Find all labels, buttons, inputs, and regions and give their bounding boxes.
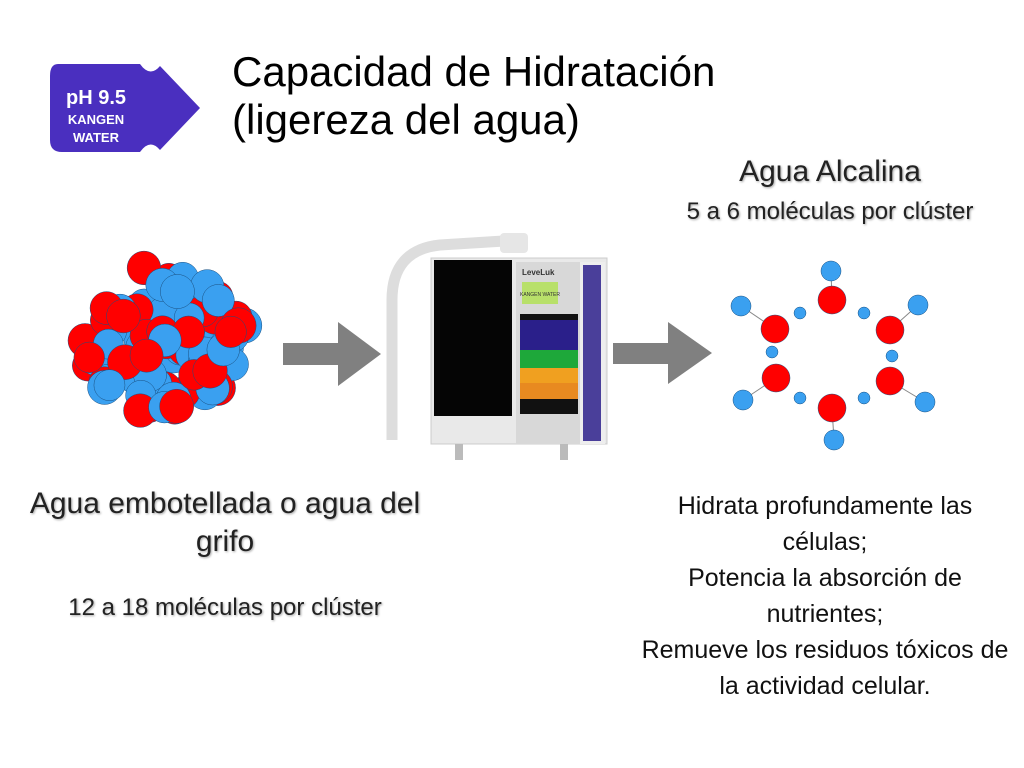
- oxygen-atom: [201, 284, 235, 317]
- oxygen-atom: [73, 341, 105, 373]
- hydrogen-atom: [793, 306, 807, 320]
- oxygen-atom: [761, 363, 791, 393]
- benefits-list: Hidrata profundamente las células; Poten…: [640, 488, 1010, 704]
- hydrogen-atom: [823, 429, 845, 451]
- oxygen-atom: [817, 285, 847, 315]
- logo-text-3: WATER: [73, 130, 120, 145]
- oxygen-atom: [106, 298, 141, 334]
- title-line-2: (ligereza del agua): [232, 96, 580, 143]
- device-brand: LeveLuk: [522, 268, 555, 277]
- logo-text-2: KANGEN: [68, 112, 124, 127]
- alkaline-heading: Agua Alcalina: [739, 155, 921, 188]
- hydrogen-atom: [159, 388, 194, 424]
- arrow-right-1: [283, 322, 381, 386]
- hydrogen-atom: [214, 315, 247, 348]
- hydrogen-atom: [857, 391, 871, 405]
- arrow-right-2: [613, 322, 712, 384]
- water-cluster-large: [67, 250, 263, 428]
- oxygen-atom: [817, 393, 847, 423]
- ionizer-device: LeveLuk KANGEN WATER: [386, 233, 608, 460]
- water-cluster-small: [730, 260, 936, 451]
- benefit-item: Hidrata profundamente las células;: [677, 492, 973, 556]
- oxygen-atom: [160, 274, 195, 309]
- oxygen-atom: [875, 366, 905, 396]
- hydrogen-atom: [820, 260, 842, 282]
- slide-title: Capacidad de Hidratación (ligereza del a…: [232, 48, 715, 144]
- hydrogen-atom: [857, 306, 871, 320]
- oxygen-atom: [875, 315, 905, 345]
- hydrogen-atom: [732, 389, 754, 411]
- title-line-1: Capacidad de Hidratación: [232, 48, 716, 95]
- bottled-heading: Agua embotellada o agua del grifo: [29, 487, 421, 558]
- hydrogen-atom: [730, 295, 752, 317]
- device-display: KANGEN WATER: [520, 292, 560, 298]
- benefit-item: Potencia la absorción de nutrientes;: [688, 564, 962, 628]
- logo-text-1: pH 9.5: [66, 87, 126, 109]
- hydrogen-atom: [793, 391, 807, 405]
- oxygen-atom: [760, 314, 790, 344]
- hydrogen-atom: [93, 369, 126, 401]
- hydrogen-atom: [914, 391, 936, 413]
- alkaline-subheading: 5 a 6 moléculas por clúster: [686, 198, 974, 225]
- hydrogen-atom: [907, 294, 929, 316]
- hydrogen-atom: [885, 349, 899, 363]
- benefit-item: Remueve los residuos tóxicos de la activ…: [641, 636, 1009, 700]
- kangen-logo: pH 9.5 KANGEN WATER: [50, 64, 200, 152]
- hydrogen-atom: [765, 345, 779, 359]
- oxygen-atom: [129, 338, 164, 373]
- bottled-subheading: 12 a 18 moléculas por clúster: [68, 594, 382, 621]
